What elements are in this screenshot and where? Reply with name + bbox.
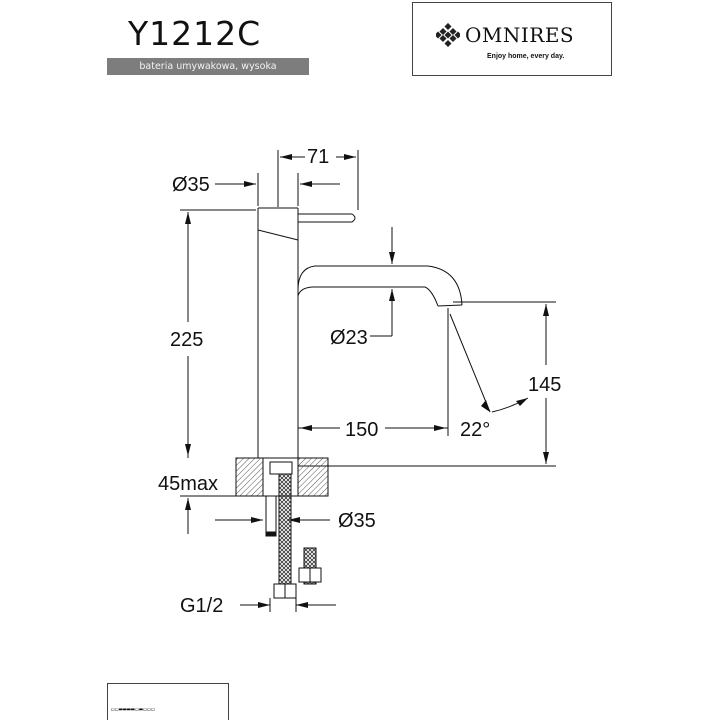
dim-spout-dia: Ø23 bbox=[330, 327, 368, 349]
dimension-arrows bbox=[185, 154, 549, 608]
faucet-spout bbox=[297, 265, 463, 307]
dim-145: 145 bbox=[528, 374, 561, 396]
diamond-grid-icon bbox=[436, 23, 460, 47]
dim-base-dia: Ø35 bbox=[338, 510, 376, 532]
mounting-hoses bbox=[265, 473, 322, 599]
footer-text: ▭▭▬▬▬▬▭▬▭▭▭ bbox=[111, 706, 156, 713]
brand-name: OMNIRES bbox=[465, 23, 575, 47]
dim-angle: 22° bbox=[460, 419, 490, 441]
dim-45max: 45max bbox=[158, 473, 218, 495]
model-number: Y1212C bbox=[128, 14, 262, 53]
dimension-lines bbox=[180, 150, 556, 612]
dim-handle-dia: Ø35 bbox=[172, 174, 210, 196]
dim-71: 71 bbox=[307, 146, 329, 168]
brand-logo-box: OMNIRES Enjoy home, every day. bbox=[412, 2, 612, 76]
dim-225: 225 bbox=[170, 329, 203, 351]
footer-box: ▭▭▬▬▬▬▭▬▭▭▭ bbox=[107, 683, 229, 720]
product-subtitle: bateria umywakowa, wysoka bbox=[107, 58, 309, 75]
brand-tagline: Enjoy home, every day. bbox=[487, 53, 565, 60]
faucet-body bbox=[257, 207, 356, 458]
dim-thread: G1/2 bbox=[180, 595, 223, 617]
dim-150: 150 bbox=[345, 419, 378, 441]
